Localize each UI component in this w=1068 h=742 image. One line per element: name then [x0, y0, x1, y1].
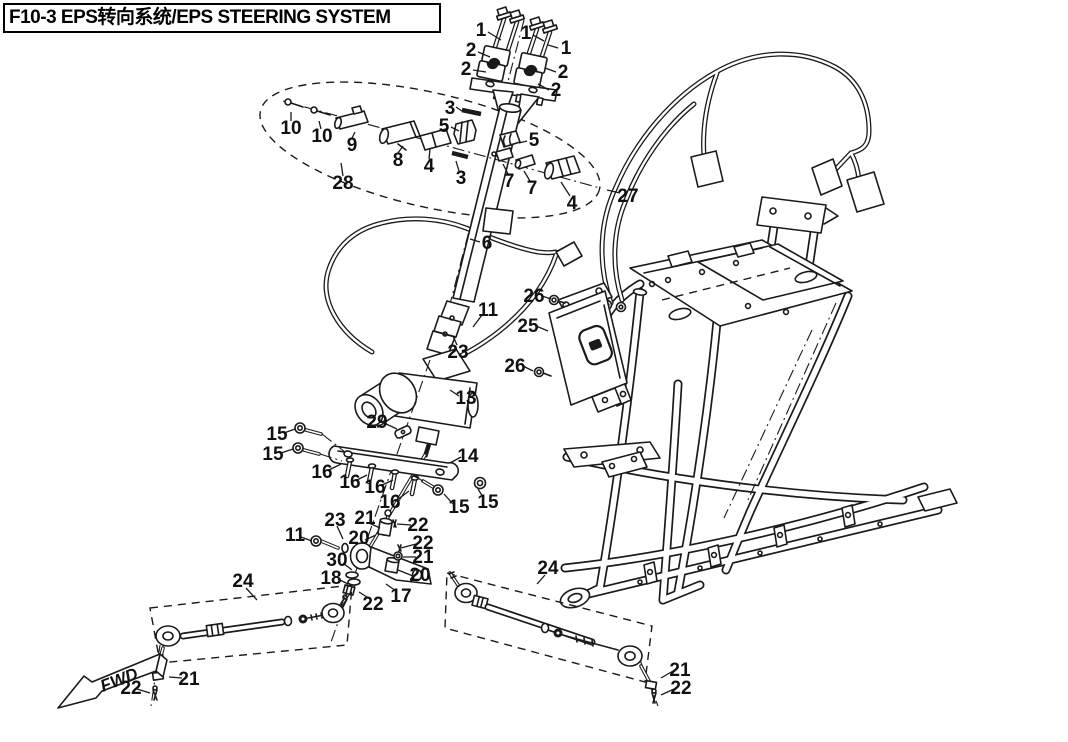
callout-13: 13	[455, 388, 476, 409]
callout-1: 1	[476, 20, 487, 41]
handlebar-clamps	[476, 45, 548, 89]
callout-16: 16	[364, 477, 385, 498]
steering-column-assembly	[354, 6, 559, 458]
eps-motor-unit	[354, 348, 479, 458]
callout-11: 11	[478, 300, 499, 321]
callout-3: 3	[445, 98, 456, 119]
callout-6: 6	[482, 233, 493, 254]
callout-21: 21	[669, 660, 691, 681]
callout-26: 26	[504, 356, 525, 377]
callout-28: 28	[332, 173, 353, 194]
callout-7: 7	[527, 178, 538, 199]
callout-21: 21	[354, 508, 376, 529]
callout-2: 2	[466, 40, 477, 61]
callout-30: 30	[326, 550, 347, 571]
callout-16: 16	[311, 462, 332, 483]
callout-29: 29	[366, 412, 387, 433]
harness-connector	[690, 150, 885, 213]
callout-15: 15	[262, 444, 284, 465]
callout-10: 10	[280, 118, 301, 139]
motor-cable-connector	[555, 241, 583, 267]
callout-18: 18	[320, 568, 341, 589]
callout-20: 20	[348, 528, 369, 549]
callout-22: 22	[412, 533, 433, 554]
callout-23: 23	[447, 342, 468, 363]
diagram-title: F10-3 EPS转向系统/EPS STEERING SYSTEM	[3, 3, 441, 33]
callout-15: 15	[477, 492, 499, 513]
callout-2: 2	[461, 59, 472, 80]
callout-24: 24	[232, 571, 254, 592]
clamp-bolts	[495, 6, 559, 59]
tie-rod-right	[444, 571, 659, 707]
callout-23: 23	[324, 510, 345, 531]
callout-9: 9	[347, 135, 358, 156]
callout-15: 15	[448, 497, 470, 518]
callout-leader-lines	[136, 31, 675, 696]
callout-3: 3	[456, 168, 467, 189]
callout-1: 1	[521, 23, 532, 44]
fwd-direction-arrow: FWD	[57, 653, 168, 709]
callout-14: 14	[457, 446, 479, 467]
callout-5: 5	[439, 116, 450, 137]
ecu-screw	[548, 294, 566, 306]
callout-22: 22	[670, 678, 691, 699]
callout-26: 26	[523, 286, 544, 307]
steering-lock-parts	[284, 98, 581, 180]
callout-16: 16	[339, 472, 360, 493]
callout-4: 4	[424, 156, 435, 177]
ecu-screw	[533, 366, 552, 378]
callout-15: 15	[266, 424, 288, 445]
callout-22: 22	[407, 515, 428, 536]
column-top-plate	[469, 77, 558, 127]
callout-10: 10	[311, 126, 332, 147]
callout-1: 1	[561, 38, 572, 59]
bracket-studs	[347, 457, 420, 494]
callout-27: 27	[617, 186, 638, 207]
callout-labels: 1 1 1 2 2 2 2 3 3 4 4 5 5 6 7 7 8 9 10 1…	[120, 20, 691, 699]
callout-25: 25	[517, 316, 539, 337]
callout-22: 22	[120, 678, 141, 699]
callout-8: 8	[393, 150, 404, 171]
callout-2: 2	[551, 80, 562, 101]
callout-11: 11	[285, 525, 306, 546]
callout-24: 24	[537, 558, 559, 579]
callout-21: 21	[178, 669, 200, 690]
wiring-harness	[602, 54, 885, 313]
detail-group-ellipse	[259, 81, 601, 219]
callout-21: 21	[412, 547, 434, 568]
tie-rod-left	[149, 584, 353, 707]
universal-joint	[426, 300, 470, 370]
callout-4: 4	[567, 193, 578, 214]
bracket-pin	[394, 425, 412, 439]
callout-17: 17	[390, 586, 411, 607]
pitman-arm-assembly	[310, 509, 432, 609]
bracket-bolts	[292, 422, 487, 496]
column-label-plate	[482, 207, 514, 235]
callout-2: 2	[558, 62, 569, 83]
column-mount-bracket	[292, 422, 487, 496]
eps-motor-cables	[326, 219, 583, 358]
eps-control-unit	[533, 282, 628, 413]
callout-7: 7	[504, 171, 515, 192]
callout-5: 5	[529, 130, 540, 151]
callout-22: 22	[362, 594, 383, 615]
callout-20: 20	[409, 565, 430, 586]
callout-16: 16	[379, 492, 400, 513]
